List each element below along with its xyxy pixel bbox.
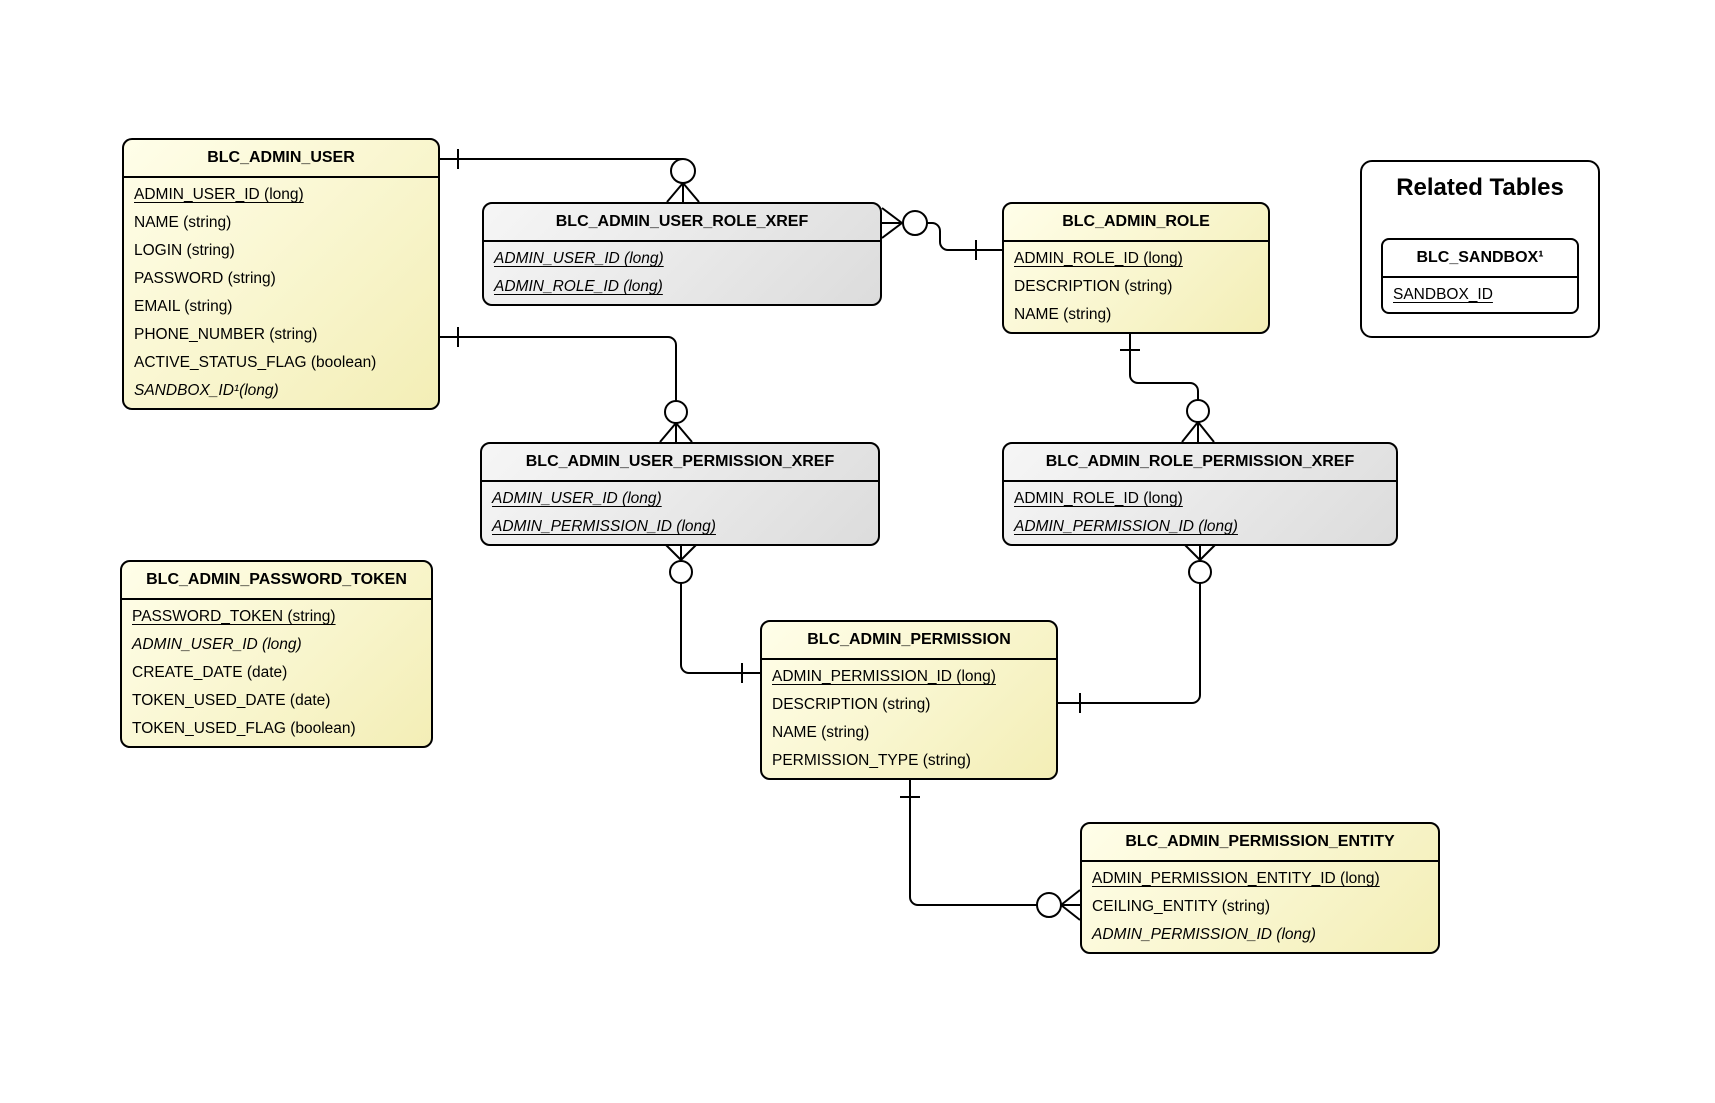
field-pk: ADMIN_ROLE_ID (long) (1014, 250, 1183, 267)
field-pk: ADMIN_PERMISSION_ID (long) (772, 668, 996, 685)
entity-fields: ADMIN_ROLE_ID (long) ADMIN_PERMISSION_ID… (1004, 482, 1396, 544)
field: CEILING_ENTITY (string) (1092, 898, 1271, 915)
entity-fields: ADMIN_PERMISSION_ENTITY_ID (long) CEILIN… (1082, 862, 1438, 952)
entity-fields: SANDBOX_ID (1383, 278, 1577, 312)
field-fk: ADMIN_USER_ID (long) (132, 636, 302, 653)
entity-blc-admin-role-permission-xref: BLC_ADMIN_ROLE_PERMISSION_XREF ADMIN_ROL… (1002, 442, 1398, 546)
entity-blc-admin-password-token: BLC_ADMIN_PASSWORD_TOKEN PASSWORD_TOKEN … (120, 560, 433, 748)
entity-title: BLC_SANDBOX¹ (1383, 240, 1577, 278)
crow-foot-icon (664, 543, 698, 561)
field-fk: ADMIN_PERMISSION_ID (long) (1092, 926, 1316, 943)
cardinality-zero-marker (669, 560, 693, 584)
edge-line (1129, 332, 1199, 400)
field-pk: ADMIN_PERMISSION_ENTITY_ID (long) (1092, 870, 1380, 887)
field: NAME (string) (1014, 306, 1112, 323)
field: ACTIVE_STATUS_FLAG (boolean) (134, 354, 377, 371)
entity-title: BLC_ADMIN_PERMISSION (762, 622, 1056, 660)
edge-line (909, 778, 1037, 906)
field: NAME (string) (134, 214, 232, 231)
field-pk: ADMIN_ROLE_ID (long) (1014, 490, 1183, 507)
related-tables-panel: Related Tables BLC_SANDBOX¹ SANDBOX_ID (1360, 160, 1600, 338)
field-pk-fk: ADMIN_ROLE_ID (long) (494, 278, 663, 295)
relation-role-to-role-permission-xref (1120, 332, 1215, 443)
field: PERMISSION_TYPE (string) (772, 752, 971, 769)
field: TOKEN_USED_FLAG (boolean) (132, 720, 356, 737)
entity-title: BLC_ADMIN_PASSWORD_TOKEN (122, 562, 431, 600)
entity-fields: ADMIN_ROLE_ID (long) DESCRIPTION (string… (1004, 242, 1268, 332)
field-pk-fk: ADMIN_USER_ID (long) (492, 490, 662, 507)
cardinality-zero-marker (1036, 892, 1062, 918)
entity-title: BLC_ADMIN_USER_ROLE_XREF (484, 204, 880, 242)
edge-line (680, 583, 760, 674)
entity-blc-admin-user-role-xref: BLC_ADMIN_USER_ROLE_XREF ADMIN_USER_ID (… (482, 202, 882, 306)
entity-fields: ADMIN_PERMISSION_ID (long) DESCRIPTION (… (762, 660, 1056, 778)
relation-user-role-xref-to-role (881, 207, 1002, 260)
entity-title: BLC_ADMIN_ROLE_PERMISSION_XREF (1004, 444, 1396, 482)
cardinality-zero-marker (902, 210, 928, 236)
relation-user-permission-xref-to-permission (664, 543, 760, 683)
relation-user-to-user-role-xref (440, 149, 700, 203)
field: CREATE_DATE (date) (132, 664, 288, 681)
edge-line (1058, 583, 1201, 704)
entity-blc-admin-user: BLC_ADMIN_USER ADMIN_USER_ID (long) NAME… (122, 138, 440, 410)
entity-fields: ADMIN_USER_ID (long) ADMIN_PERMISSION_ID… (482, 482, 878, 544)
crow-foot-icon (659, 422, 693, 443)
cardinality-zero-marker (670, 158, 696, 184)
crow-foot-icon (1183, 543, 1217, 561)
cardinality-zero-marker (664, 400, 688, 424)
entity-blc-sandbox: BLC_SANDBOX¹ SANDBOX_ID (1381, 238, 1579, 314)
entity-blc-admin-permission: BLC_ADMIN_PERMISSION ADMIN_PERMISSION_ID… (760, 620, 1058, 780)
field-pk: ADMIN_USER_ID (long) (134, 186, 304, 203)
entity-blc-admin-role: BLC_ADMIN_ROLE ADMIN_ROLE_ID (long) DESC… (1002, 202, 1270, 334)
field: PASSWORD (string) (134, 270, 276, 287)
field: DESCRIPTION (string) (772, 696, 931, 713)
entity-fields: ADMIN_USER_ID (long) ADMIN_ROLE_ID (long… (484, 242, 880, 304)
field: TOKEN_USED_DATE (date) (132, 692, 331, 709)
entity-blc-admin-user-permission-xref: BLC_ADMIN_USER_PERMISSION_XREF ADMIN_USE… (480, 442, 880, 546)
field-pk: SANDBOX_ID (1393, 286, 1493, 303)
field: PHONE_NUMBER (string) (134, 326, 318, 343)
field-pk-fk: ADMIN_PERMISSION_ID (long) (1014, 518, 1238, 535)
crow-foot-icon (1060, 889, 1081, 921)
field: LOGIN (string) (134, 242, 235, 259)
relation-role-permission-xref-to-permission (1058, 543, 1217, 713)
field-pk: PASSWORD_TOKEN (string) (132, 608, 336, 625)
cardinality-zero-marker (1188, 560, 1212, 584)
related-tables-heading: Related Tables (1396, 174, 1564, 201)
field: EMAIL (string) (134, 298, 233, 315)
edge-line (927, 222, 1002, 251)
entity-fields: ADMIN_USER_ID (long) NAME (string) LOGIN… (124, 178, 438, 408)
entity-title: BLC_ADMIN_PERMISSION_ENTITY (1082, 824, 1438, 862)
field: NAME (string) (772, 724, 870, 741)
field: DESCRIPTION (string) (1014, 278, 1173, 295)
entity-title: BLC_ADMIN_USER (124, 140, 438, 178)
crow-foot-icon (881, 207, 903, 239)
entity-blc-admin-permission-entity: BLC_ADMIN_PERMISSION_ENTITY ADMIN_PERMIS… (1080, 822, 1440, 954)
field-pk-fk: ADMIN_PERMISSION_ID (long) (492, 518, 716, 535)
entity-title: BLC_ADMIN_USER_PERMISSION_XREF (482, 444, 878, 482)
entity-fields: PASSWORD_TOKEN (string) ADMIN_USER_ID (l… (122, 600, 431, 746)
entity-title: BLC_ADMIN_ROLE (1004, 204, 1268, 242)
relation-permission-to-permission-entity (900, 778, 1081, 921)
crow-foot-icon (666, 182, 700, 203)
crow-foot-icon (1181, 421, 1215, 443)
cardinality-zero-marker (1186, 399, 1210, 423)
field-fk: SANDBOX_ID¹(long) (134, 382, 279, 399)
field-pk-fk: ADMIN_USER_ID (long) (494, 250, 664, 267)
edge-line (440, 336, 677, 401)
relation-user-to-user-permission-xref (440, 327, 693, 443)
